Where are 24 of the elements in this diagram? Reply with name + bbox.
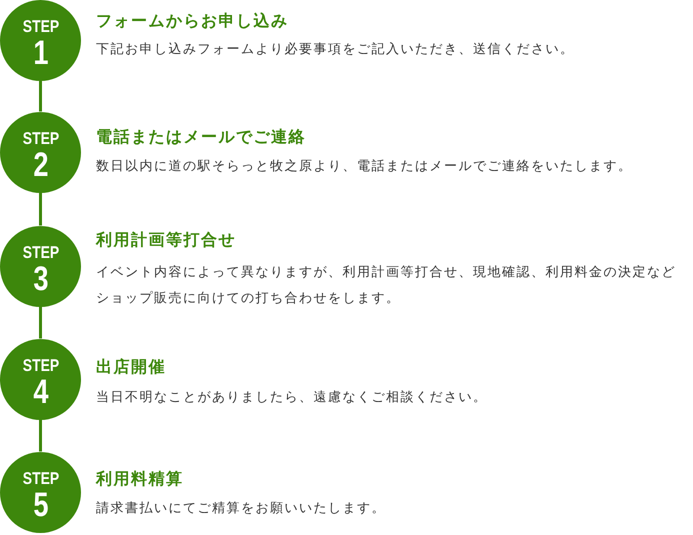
step-heading: 出店開催 xyxy=(96,358,166,378)
step-number: 4 xyxy=(32,376,48,406)
connector-line xyxy=(39,81,42,112)
step-number: 2 xyxy=(32,150,48,180)
step-label: STEP xyxy=(22,356,59,374)
connector-line xyxy=(39,192,42,226)
step-number: 3 xyxy=(32,264,48,294)
step-heading: 電話またはメールでご連絡 xyxy=(96,128,306,148)
step-label: STEP xyxy=(22,130,59,148)
step-label: STEP xyxy=(22,244,59,262)
step-description: 数日以内に道の駅そらっと牧之原より、電話またはメールでご連絡をいたします。 xyxy=(96,157,632,175)
step-heading: フォームからお申し込み xyxy=(96,12,288,32)
step-number: 5 xyxy=(32,490,48,520)
step-description: イベント内容によって異なりますが、利用計画等打合せ、現地確認、利用料金の決定などショップ販売に向けての打ち合わせをします。 xyxy=(96,263,677,307)
step-description: 当日不明なことがありましたら、遠慮なくご相談ください。 xyxy=(96,388,488,406)
step-heading: 利用計画等打合せ xyxy=(96,231,236,251)
connector-line xyxy=(39,306,42,338)
step-number: 1 xyxy=(32,38,48,68)
step-description: 下記お申し込みフォームより必要事項をご記入いただき、送信ください。 xyxy=(96,40,574,58)
step-label: STEP xyxy=(22,470,59,488)
connector-line xyxy=(39,420,42,452)
step-label: STEP xyxy=(22,18,59,36)
step-heading: 利用料精算 xyxy=(96,470,184,490)
step-description: 請求書払いにてご精算をお願いいたします。 xyxy=(96,499,386,517)
